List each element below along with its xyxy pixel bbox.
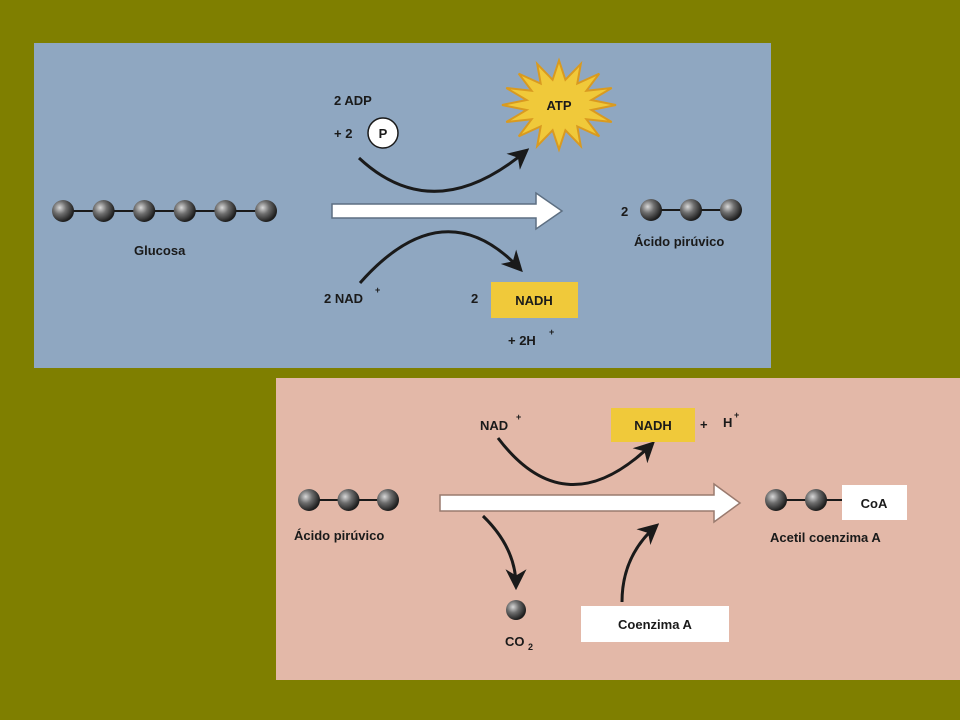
pyruvate-molecule-bottom (298, 489, 399, 511)
plus-two-label: + 2 (334, 126, 352, 141)
carbon-atom (214, 200, 237, 222)
co2-subscript: 2 (528, 642, 533, 652)
coenzyme-arrow (620, 523, 660, 603)
glucose-molecule (52, 200, 277, 222)
hydrogen-superscript: + (549, 327, 554, 337)
glycolysis-panel: Glucosa 2 ADP + 2 P ATP 2 NAD + 2 NADH +… (34, 43, 771, 368)
coa-label: CoA (861, 496, 888, 511)
plus-label: + (700, 417, 708, 432)
coenzyme-label: Coenzima A (618, 617, 693, 632)
carbon-atom (255, 200, 277, 222)
phosphate-symbol: P (379, 126, 388, 141)
nadh-highlight-box (491, 282, 578, 318)
nadh-label: NADH (515, 293, 553, 308)
carbon-atom (640, 199, 662, 221)
co2-carbon-atom (506, 600, 526, 620)
carbon-atom (337, 489, 360, 511)
pyruvate-molecule (640, 199, 742, 221)
co2-label: CO (505, 634, 525, 649)
nad-superscript: + (375, 285, 380, 295)
hydrogen-superscript-bottom: + (734, 410, 739, 420)
nad-label-bottom: NAD (480, 418, 508, 433)
oxidation-diagram: Ácido pirúvico NAD + NADH + H + CO 2 Coe… (294, 408, 907, 652)
nad-to-nadh-arrow (358, 230, 523, 284)
nad-label: 2 NAD (324, 291, 363, 306)
acetyl-label: Acetil coenzima A (770, 530, 881, 545)
nadh-highlight-box-bottom (611, 408, 695, 442)
glucose-label: Glucosa (134, 243, 186, 258)
pyruvate-coefficient: 2 (621, 204, 628, 219)
carbon-atom (52, 200, 74, 222)
carbon-atom (92, 200, 115, 222)
acetyl-coa-molecule (765, 489, 842, 511)
carbon-atom (298, 489, 320, 511)
oxidation-main-arrow (439, 482, 742, 524)
atp-burst-icon (501, 57, 617, 153)
nadh-coefficient: 2 (471, 291, 478, 306)
carbon-atom (173, 200, 196, 222)
pyruvate-label-bottom: Ácido pirúvico (294, 528, 384, 543)
carbon-atom (377, 489, 399, 511)
hydrogen-label-bottom: H (723, 415, 732, 430)
carbon-atom (720, 199, 742, 221)
nad-to-nadh-arrow-bottom (496, 437, 656, 487)
carbon-atom (765, 489, 787, 511)
coenzyme-box (581, 606, 729, 642)
adp-label: 2 ADP (334, 93, 372, 108)
pyruvate-label: Ácido pirúvico (634, 234, 724, 249)
nadh-label-bottom: NADH (634, 418, 672, 433)
atp-label: ATP (546, 98, 571, 113)
glycolysis-main-arrow (331, 191, 564, 231)
phosphate-circle (367, 117, 399, 149)
carbon-atom (680, 199, 702, 221)
carbon-atom (805, 489, 827, 511)
co2-release-arrow (481, 514, 527, 591)
pyruvate-oxidation-panel: Ácido pirúvico NAD + NADH + H + CO 2 Coe… (276, 378, 960, 680)
hydrogen-label: + 2H (508, 333, 536, 348)
carbon-atom (133, 200, 156, 222)
glycolysis-diagram: Glucosa 2 ADP + 2 P ATP 2 NAD + 2 NADH +… (52, 57, 742, 348)
adp-to-atp-arrow (357, 148, 530, 193)
nad-superscript-bottom: + (516, 412, 521, 422)
coa-box (842, 485, 907, 520)
